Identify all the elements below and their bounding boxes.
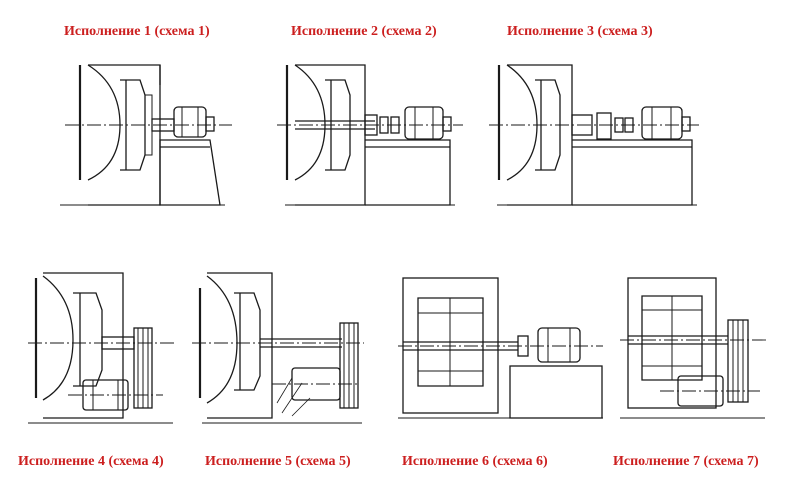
scheme-5-drawing [192, 272, 364, 424]
caption-scheme-7: Исполнение 7 (схема 7) [613, 454, 759, 469]
caption-scheme-3: Исполнение 3 (схема 3) [507, 24, 653, 39]
caption-scheme-2: Исполнение 2 (схема 2) [291, 24, 437, 39]
scheme-1-drawing [60, 64, 232, 206]
scheme-2-drawing [277, 64, 463, 206]
caption-scheme-4: Исполнение 4 (схема 4) [18, 454, 164, 469]
scheme-3-drawing [489, 64, 699, 206]
scheme-7-drawing [620, 277, 768, 419]
caption-scheme-6: Исполнение 6 (схема 6) [402, 454, 548, 469]
scheme-4-drawing [28, 272, 176, 424]
caption-scheme-1: Исполнение 1 (схема 1) [64, 24, 210, 39]
scheme-6-drawing [398, 277, 603, 419]
caption-scheme-5: Исполнение 5 (схема 5) [205, 454, 351, 469]
